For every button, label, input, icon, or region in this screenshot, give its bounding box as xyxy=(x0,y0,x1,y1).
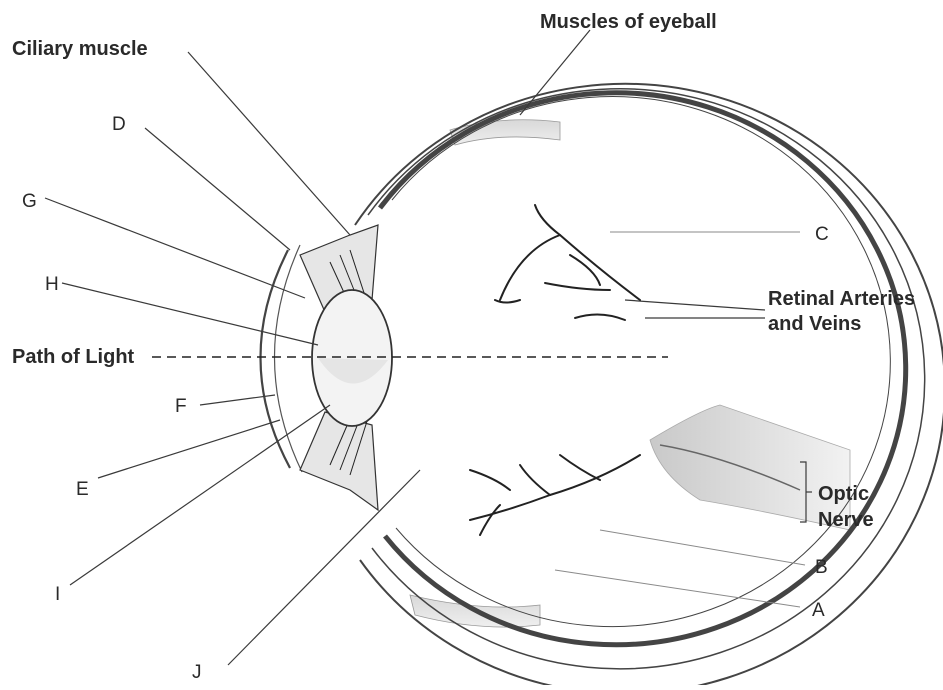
retinal-arteries-label: Retinal Arteries xyxy=(768,288,915,310)
muscles-of-eyeball-label: Muscles of eyeball xyxy=(540,11,717,33)
optic-label: Optic xyxy=(818,483,869,505)
leader-lines xyxy=(45,30,812,665)
label-f: F xyxy=(175,396,187,417)
lens xyxy=(312,290,392,426)
label-a: A xyxy=(812,600,825,621)
label-b: B xyxy=(815,557,828,578)
iris-lower xyxy=(300,412,378,510)
ciliary-muscle-label: Ciliary muscle xyxy=(12,38,148,60)
path-of-light-label: Path of Light xyxy=(12,346,135,368)
label-j: J xyxy=(192,662,202,683)
choroid xyxy=(368,89,925,669)
sclera xyxy=(355,84,943,685)
nerve-label: Nerve xyxy=(818,509,874,531)
retinal-vessels xyxy=(470,205,640,535)
label-h: H xyxy=(45,274,59,295)
label-g: G xyxy=(22,191,37,212)
label-d: D xyxy=(112,114,126,135)
label-e: E xyxy=(76,479,89,500)
label-i: I xyxy=(55,584,60,605)
label-c: C xyxy=(815,224,829,245)
retinal-veins-label: and Veins xyxy=(768,313,861,335)
